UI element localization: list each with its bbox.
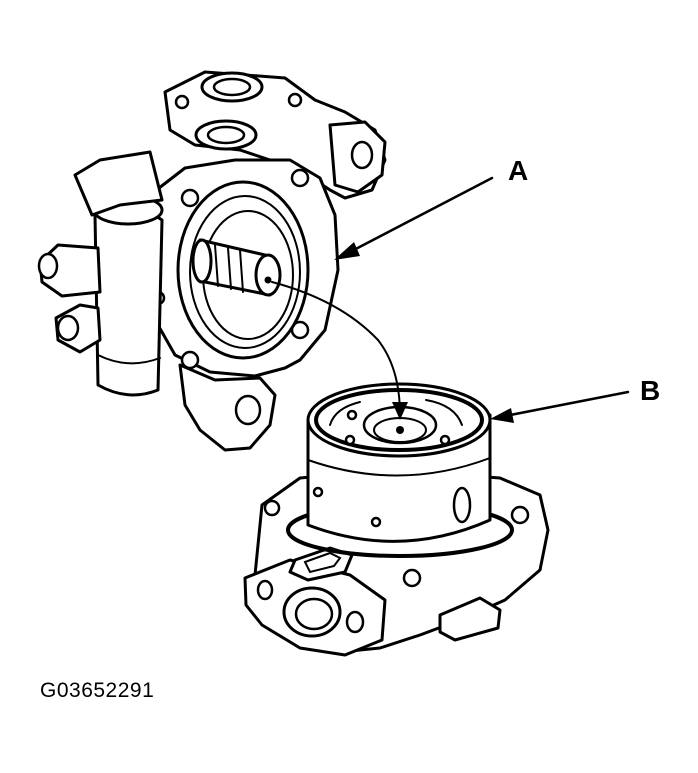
callout-a-label: A bbox=[508, 155, 528, 186]
callout-b-label: B bbox=[640, 375, 660, 406]
leader-a bbox=[346, 176, 494, 255]
leader-b bbox=[503, 390, 630, 418]
leader-b-arrowhead bbox=[490, 408, 514, 423]
leader-a-arrowhead bbox=[334, 242, 360, 260]
figure-code: G03652291 bbox=[40, 679, 155, 702]
part-a-housing bbox=[37, 70, 387, 452]
part-b-body bbox=[243, 382, 550, 657]
alignment-arrowhead bbox=[392, 402, 408, 420]
alignment-curve bbox=[271, 281, 401, 416]
